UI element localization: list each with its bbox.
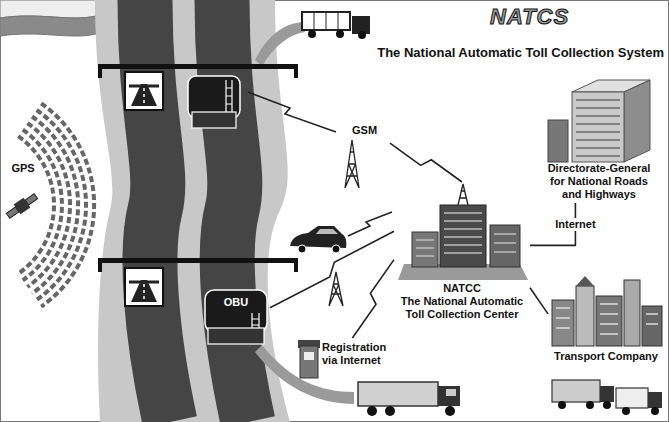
radio-link xyxy=(248,92,336,132)
swoosh xyxy=(255,22,305,66)
windows xyxy=(556,304,658,334)
satellite-symbol xyxy=(5,191,40,220)
windows xyxy=(576,100,620,156)
node-body: The National Automatic Toll Collection C… xyxy=(397,295,527,321)
truck-wheel xyxy=(558,401,566,409)
communication-link xyxy=(270,231,394,307)
truck-trailer xyxy=(358,382,438,406)
relay-tower xyxy=(329,272,343,306)
truck-cab xyxy=(208,328,264,344)
gantry xyxy=(98,258,298,263)
truck-wheel xyxy=(603,401,611,409)
truck-wheel xyxy=(358,31,366,39)
node-heading: NATCC xyxy=(397,282,527,295)
motorway-icon xyxy=(143,88,145,104)
truck-cab xyxy=(192,112,236,128)
center-tower xyxy=(440,205,486,267)
swoosh xyxy=(255,345,354,404)
truck-wheel xyxy=(385,406,395,416)
truck-window xyxy=(446,389,456,396)
city-building xyxy=(552,300,574,346)
gantry-post xyxy=(98,64,102,78)
truck-trailer xyxy=(552,380,600,402)
center-wing xyxy=(412,232,438,267)
transport-company: Transport Company xyxy=(548,272,664,365)
motorway-sign xyxy=(125,268,163,306)
truck-cab xyxy=(648,392,662,408)
node-heading: Directorate-General for National Roads a… xyxy=(544,162,654,201)
communication-link xyxy=(530,288,548,314)
truck-cab xyxy=(600,386,614,402)
windows xyxy=(416,213,516,256)
signal-arc xyxy=(41,103,94,306)
signal-arc xyxy=(37,110,86,300)
tanker-truck xyxy=(205,290,267,332)
directorate-building: Directorate-General for National Roads a… xyxy=(540,78,658,203)
flag-red xyxy=(0,16,96,36)
obu-truck: OBU xyxy=(202,294,270,340)
car-wheel xyxy=(298,245,306,253)
node-heading: GPS xyxy=(4,162,42,175)
truck-wheel xyxy=(586,401,594,409)
city-building xyxy=(642,306,662,346)
toll-center-building: NATCCThe National Automatic Toll Collect… xyxy=(394,182,530,323)
diagram-title: The National Automatic Toll Collection S… xyxy=(300,45,664,61)
motorway-icon xyxy=(129,85,159,88)
node-heading: OBU xyxy=(204,296,268,309)
car-wheel xyxy=(332,245,340,253)
node-heading: GSM xyxy=(352,124,388,137)
city-roof xyxy=(576,276,594,286)
registration-kiosk: Registration via Internet xyxy=(296,338,390,380)
satellite-body xyxy=(14,198,31,215)
motorway-sign xyxy=(125,72,163,110)
flag-white xyxy=(0,0,96,18)
gantry-post xyxy=(98,258,102,272)
truck-wheel xyxy=(367,406,377,416)
center-wing xyxy=(490,225,520,267)
truck-trailer xyxy=(616,388,648,408)
gps-satellite: GPS xyxy=(4,162,42,222)
truck-wheel xyxy=(622,407,630,415)
road-lane xyxy=(222,0,248,422)
car xyxy=(290,226,346,248)
truck-wheel xyxy=(336,30,344,38)
gantry-post xyxy=(294,258,298,272)
radio-link xyxy=(348,212,392,236)
tanker-ladder xyxy=(226,80,232,114)
truck-wheel xyxy=(651,407,659,415)
annex-building xyxy=(548,120,568,162)
kiosk xyxy=(300,346,318,378)
city-building xyxy=(624,280,640,346)
gsm-tower xyxy=(345,140,359,188)
truck-wheel xyxy=(445,406,455,416)
center-antenna xyxy=(458,184,468,205)
gantry-post xyxy=(294,64,298,78)
gps-signal xyxy=(18,103,94,306)
road-lane xyxy=(145,0,170,422)
truck-trailer xyxy=(302,12,350,30)
system-logo: NATCS xyxy=(490,4,569,30)
signal-arc xyxy=(32,117,78,294)
office-front xyxy=(572,92,624,162)
gantry xyxy=(98,64,298,69)
link-label: Internet xyxy=(552,218,598,231)
communication-link xyxy=(390,143,462,182)
truck-wheel xyxy=(308,30,316,38)
communication-link xyxy=(352,260,394,338)
office-side xyxy=(624,80,650,162)
kiosk-screen xyxy=(304,352,314,360)
motorway-icon xyxy=(143,284,145,300)
trailer-bands xyxy=(314,12,338,30)
city-building xyxy=(576,286,594,346)
node-heading: Registration via Internet xyxy=(322,341,388,367)
truck-cab xyxy=(438,386,460,406)
motorway-icon xyxy=(129,281,159,284)
node-heading: Transport Company xyxy=(552,350,660,363)
car-window xyxy=(316,229,338,234)
gsm-tower: GSM xyxy=(340,124,390,188)
